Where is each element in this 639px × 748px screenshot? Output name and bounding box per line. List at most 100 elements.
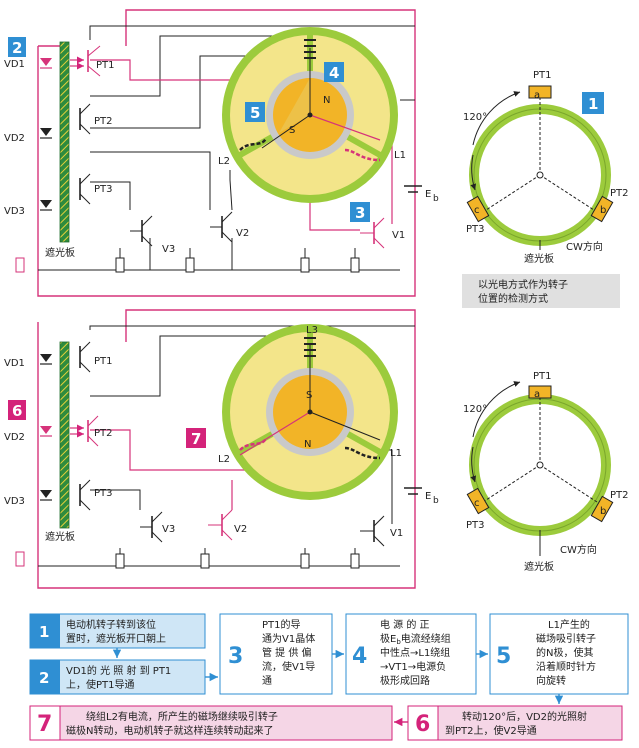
bottom-badge-7 (186, 428, 206, 448)
top-badge-2-text: 2 (12, 39, 22, 57)
bottom-v3 (140, 511, 163, 543)
bottom-shield-bar (59, 341, 70, 529)
top-motor (222, 27, 398, 203)
top-circuit: E b 遮光板 VD1 VD2 VD3 PT1 (4, 9, 439, 297)
flow-step-7-num: 7 (37, 712, 52, 737)
top-detector-c: c (474, 205, 480, 216)
top-v3 (130, 215, 153, 247)
top-pt2-label: PT2 (94, 116, 113, 127)
top-eb-sub: b (433, 194, 439, 204)
bottom-pole-n: N (304, 439, 311, 450)
bottom-pole-s: S (306, 390, 312, 401)
bottom-v2-label: V2 (234, 524, 247, 535)
top-vd1-led (40, 58, 52, 69)
flow-step-3-line-5: 通 (262, 675, 272, 687)
top-detector-cw: CW方向 (566, 240, 603, 253)
flow-step-5-line-2: 磁场吸引转子 (536, 632, 596, 645)
top-vd3-label: VD3 (4, 206, 25, 217)
flow-step-7-line-1: 绕组L2有电流，所产生的磁场继续吸引转子 (86, 710, 278, 723)
flow-step-1-num: 1 (39, 623, 49, 641)
bottom-l3-label: L3 (306, 325, 318, 336)
top-detector-badge-1-text: 1 (588, 95, 598, 113)
flow-step-3 (219, 613, 333, 695)
top-pt1-label: PT1 (96, 60, 115, 71)
top-detector-badge-1 (582, 92, 604, 114)
bottom-resistor (300, 553, 310, 569)
flow-step-5-line-5: 向旋转 (536, 674, 566, 687)
bottom-vd2-led (40, 426, 52, 437)
flow-step-4-num: 4 (352, 644, 367, 669)
flow-step-6-line-2: 到PT2上，使V2导通 (445, 724, 537, 737)
top-resistor (15, 257, 25, 273)
bottom-detector-pt1-block (528, 385, 552, 399)
flow-step-4-line-1: 电 源 的 正 (380, 618, 430, 631)
top-detector-pt1-block (528, 85, 552, 99)
bottom-circuit: E b 遮光板 VD1 VD2 VD3 PT1 (4, 309, 439, 589)
caption-box (462, 274, 620, 308)
top-l1-label: L1 (394, 150, 406, 161)
bottom-detector-pt1: PT1 (533, 371, 552, 382)
top-detector-pt3-block (466, 195, 490, 223)
bottom-vd1-label: VD1 (4, 358, 25, 369)
caption-line-2: 位置的检测方式 (478, 292, 548, 305)
flow-step-7 (29, 705, 393, 741)
flow-step-2-line-2: 上，使PT1导通 (66, 678, 135, 691)
top-vd1-label: VD1 (4, 59, 25, 70)
bottom-v2 (208, 509, 233, 541)
bottom-shield-label: 遮光板 (45, 530, 75, 543)
bottom-eb-label: E (425, 491, 431, 502)
flow-step-4-line-2-sub: b (396, 638, 401, 646)
bottom-motor (222, 324, 398, 500)
flow-step-5-num: 5 (496, 644, 511, 669)
bottom-detector-pt3-block (466, 487, 490, 515)
top-detector-pt1: PT1 (533, 70, 552, 81)
bottom-detector-angle: 120° (463, 404, 487, 415)
bottom-v3-label: V3 (162, 524, 175, 535)
top-pt1 (87, 45, 101, 77)
top-v1 (360, 217, 385, 249)
top-detector-b: b (600, 205, 606, 216)
top-pole-n: N (323, 95, 330, 106)
top-v2-label: V2 (236, 228, 249, 239)
bottom-pt1 (79, 341, 91, 373)
top-pt3-label: PT3 (94, 184, 113, 195)
bottom-pt2-label: PT2 (94, 428, 113, 439)
top-shield-bar (59, 41, 70, 243)
top-shield-label: 遮光板 (45, 246, 75, 259)
bottom-detector-shield: 遮光板 (524, 560, 554, 573)
flow-step-6-line-1: 转动120°后，VD2的光照射 (462, 710, 587, 723)
top-l2-label: L2 (218, 156, 230, 167)
top-detector-pt3: PT3 (466, 224, 485, 235)
top-detector-shield: 遮光板 (524, 252, 554, 265)
top-vd2-label: VD2 (4, 133, 25, 144)
flow-step-5-line-1: L1产生的 (548, 618, 590, 631)
bottom-badge-7-text: 7 (191, 430, 201, 448)
bottom-l1-label: L1 (390, 448, 402, 459)
top-v2 (210, 211, 233, 243)
flow-step-1-line-2: 置时，遮光板开口朝上 (66, 632, 166, 645)
flow-step-6 (407, 705, 623, 741)
bottom-detector-pt2: PT2 (610, 490, 629, 501)
bottom-pt2 (87, 415, 99, 447)
top-detector-pt2: PT2 (610, 188, 629, 199)
bottom-resistor (200, 553, 210, 569)
detector-bottom: a c b PT1 PT2 PT3 120° CW方向 遮光板 (463, 371, 629, 573)
top-resistor (185, 257, 195, 273)
bottom-detector-b: b (600, 506, 606, 517)
top-pt3 (79, 173, 91, 205)
flow-step-4-line-3: 中性点→L1绕组 (380, 646, 450, 659)
bottom-v1-label: V1 (390, 528, 403, 539)
flow-step-3-line-1: PT1的导 (262, 618, 301, 631)
bottom-badge-6 (8, 400, 26, 420)
top-v1-label: V1 (392, 230, 405, 241)
flow-step-4-line-4: →VT1→电源负 (380, 660, 446, 673)
top-resistor (300, 257, 310, 273)
caption-line-1: 以光电方式作为转子 (478, 278, 568, 291)
top-vd3-led (40, 200, 52, 211)
top-badge-5-text: 5 (250, 104, 260, 122)
bottom-pt3 (79, 479, 91, 511)
bottom-vd2-label: VD2 (4, 432, 25, 443)
top-pt2 (79, 103, 91, 135)
top-badge-5 (245, 102, 265, 122)
